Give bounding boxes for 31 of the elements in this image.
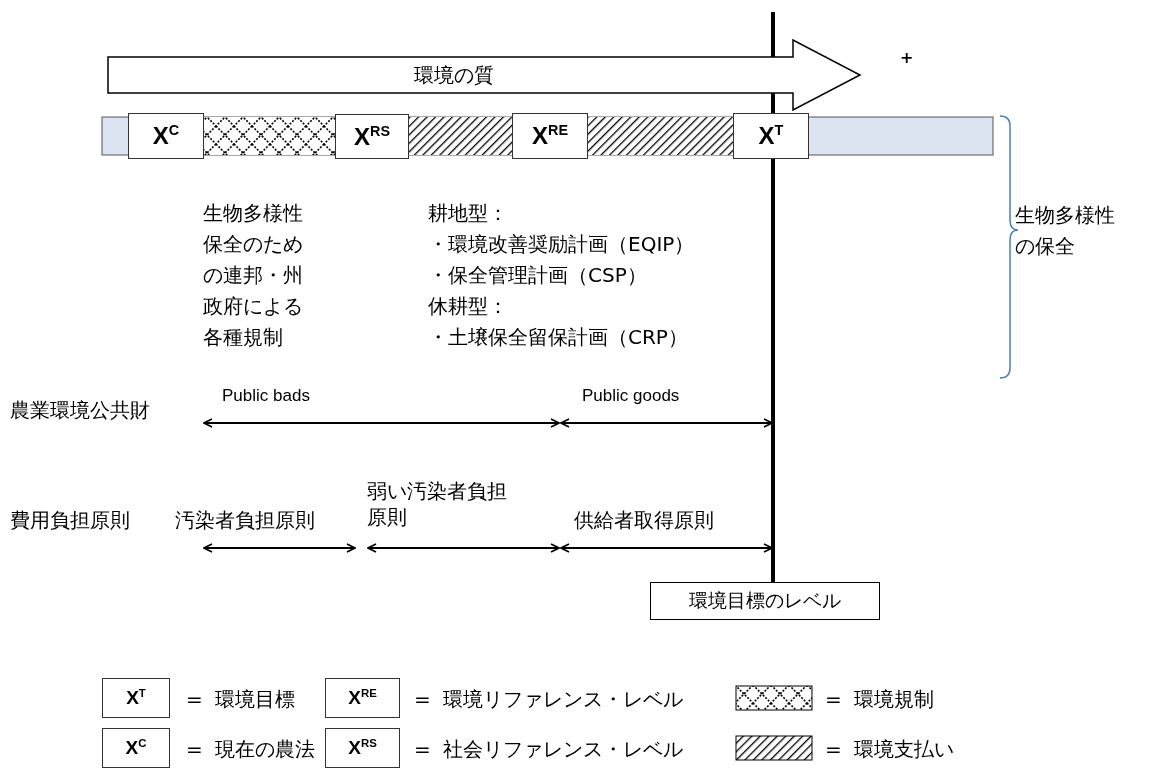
marker-box: X$^{T}$ bbox=[733, 113, 809, 159]
range-label: 供給者取得原則 bbox=[574, 507, 714, 534]
legend-box: X$^{RS}$ bbox=[325, 728, 400, 768]
range-label: Public goods bbox=[582, 385, 680, 407]
legend-text: = 環境規制 bbox=[825, 686, 935, 713]
target-level-box: 環境目標のレベル bbox=[650, 582, 880, 620]
range-label: 弱い汚染者負担原則 bbox=[367, 478, 508, 530]
plus-sign: + bbox=[900, 47, 914, 69]
program-item: ・土壌保全留保計画（CRP） bbox=[428, 324, 688, 351]
marker-box: X$^{RE}$ bbox=[512, 113, 588, 159]
arrow-label: 環境の質 bbox=[414, 61, 494, 89]
range-label: Public bads bbox=[222, 385, 310, 407]
legend-box: X$^{RE}$ bbox=[325, 678, 400, 718]
bracket-label: 生物多様性の保全 bbox=[1015, 202, 1116, 260]
legend-text: = 現在の農法 bbox=[186, 736, 316, 763]
row-label: 費用負担原則 bbox=[10, 507, 130, 534]
regulation-note: 生物多様性保全のための連邦・州政府による各種規制 bbox=[203, 200, 304, 351]
marker-box: X$^{C}$ bbox=[128, 113, 204, 159]
legend-text: = 環境目標 bbox=[186, 686, 296, 713]
legend-box: X$^{C}$ bbox=[102, 728, 170, 768]
legend-box: X$^{T}$ bbox=[102, 678, 170, 718]
legend-text: = 環境リファレンス・レベル bbox=[414, 686, 684, 713]
row-label: 農業環境公共財 bbox=[10, 397, 150, 424]
legend-text: = 環境支払い bbox=[825, 736, 955, 763]
legend-text: = 社会リファレンス・レベル bbox=[414, 736, 684, 763]
program-item: ・保全管理計画（CSP） bbox=[428, 262, 647, 289]
program-item: ・環境改善奨励計画（EQIP） bbox=[428, 231, 695, 258]
range-label: 汚染者負担原則 bbox=[175, 507, 315, 534]
marker-box: X$^{RS}$ bbox=[335, 114, 409, 159]
program-heading: 休耕型： bbox=[428, 293, 508, 320]
program-heading: 耕地型： bbox=[428, 200, 508, 227]
